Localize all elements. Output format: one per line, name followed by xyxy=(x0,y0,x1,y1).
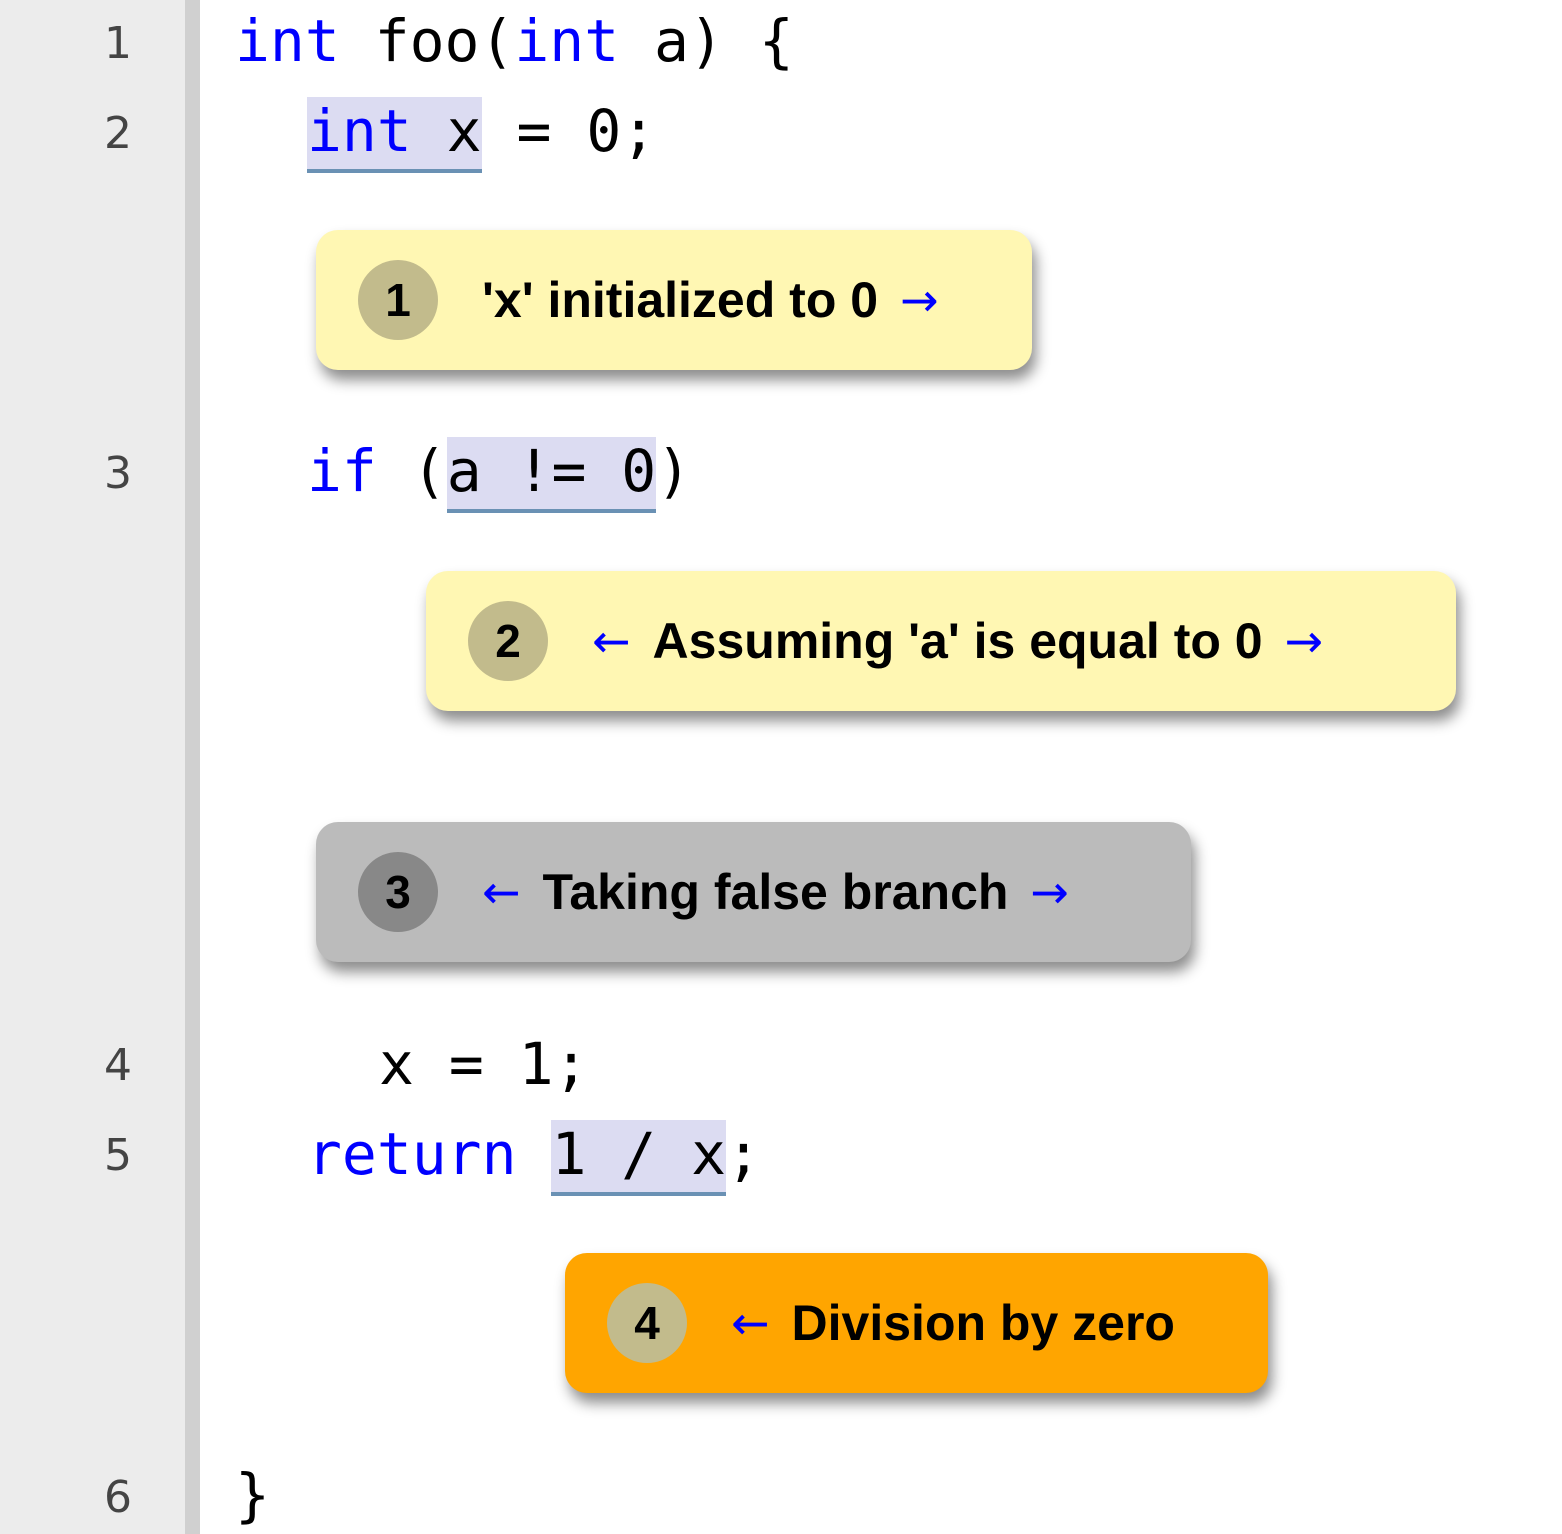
gutter-divider xyxy=(185,0,200,1534)
code-text: = 0; xyxy=(481,97,657,165)
prev-event-arrow-icon[interactable]: ← xyxy=(482,865,521,919)
line-number: 6 xyxy=(104,1472,132,1523)
highlighted-range[interactable]: int x xyxy=(307,97,482,173)
prev-event-arrow-icon[interactable]: ← xyxy=(592,614,631,668)
code-line: x = 1; xyxy=(379,1035,589,1093)
path-event-bubble: 1 'x' initialized to 0 → xyxy=(316,230,1032,370)
keyword: if xyxy=(307,437,377,505)
code-text: x xyxy=(411,97,482,165)
event-message: Assuming 'a' is equal to 0 xyxy=(652,613,1263,669)
next-event-arrow-icon[interactable]: → xyxy=(1030,865,1069,919)
code-line: int foo(int a) { xyxy=(235,12,794,70)
next-event-arrow-icon[interactable]: → xyxy=(1284,614,1324,668)
path-event-bubble: 4 ← Division by zero xyxy=(565,1253,1268,1393)
path-event-bubble: 2 ← Assuming 'a' is equal to 0 → xyxy=(426,571,1456,711)
event-message: Taking false branch xyxy=(542,864,1009,920)
line-number: 1 xyxy=(104,18,132,69)
next-event-arrow-icon[interactable]: → xyxy=(900,273,939,327)
line-number-gutter xyxy=(0,0,185,1534)
line-number: 5 xyxy=(104,1130,132,1181)
keyword: return xyxy=(307,1120,517,1188)
event-number-badge: 2 xyxy=(468,601,548,681)
code-text: foo( xyxy=(339,7,515,75)
line-number: 4 xyxy=(104,1040,132,1091)
code-text: ( xyxy=(376,437,447,505)
code-text: a) { xyxy=(619,7,794,75)
code-line: } xyxy=(235,1466,270,1524)
line-number: 2 xyxy=(104,108,132,159)
code-text: ) xyxy=(656,437,692,505)
highlighted-range[interactable]: 1 / x xyxy=(551,1120,727,1196)
event-message: Division by zero xyxy=(791,1295,1175,1351)
keyword: int xyxy=(307,97,412,165)
keyword: int xyxy=(514,7,620,75)
event-message: 'x' initialized to 0 xyxy=(482,272,879,328)
event-number-badge: 1 xyxy=(358,260,438,340)
path-event-bubble: 3 ← Taking false branch → xyxy=(316,822,1191,962)
code-line: int x = 0; xyxy=(307,97,656,173)
code-line: return 1 / x; xyxy=(307,1120,761,1196)
event-number-badge: 4 xyxy=(607,1283,687,1363)
event-number-badge: 3 xyxy=(358,852,438,932)
code-text: ; xyxy=(726,1120,761,1188)
highlighted-range[interactable]: a != 0 xyxy=(446,437,657,513)
code-text: x = 1; xyxy=(379,1030,589,1098)
code-text xyxy=(517,1120,552,1188)
prev-event-arrow-icon[interactable]: ← xyxy=(731,1296,770,1350)
line-number: 3 xyxy=(104,448,132,499)
code-text: } xyxy=(235,1461,270,1529)
code-line: if (a != 0) xyxy=(307,437,691,513)
keyword: int xyxy=(235,7,340,75)
